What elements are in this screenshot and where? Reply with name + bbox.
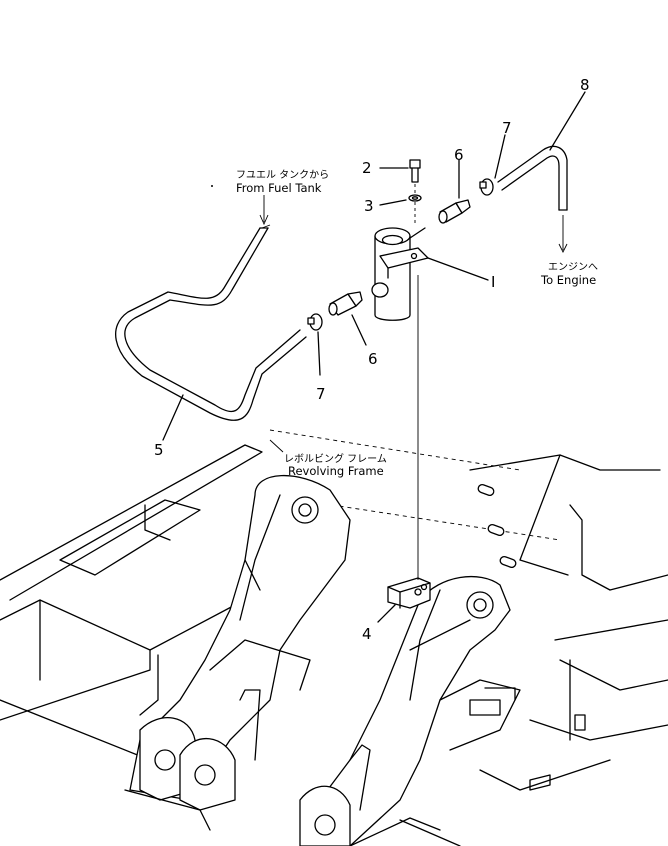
washer-part-3 <box>379 194 422 206</box>
bolt-part-2 <box>379 159 421 226</box>
part-number-4: 4 <box>362 625 372 643</box>
part-number-7-top: 7 <box>502 119 512 137</box>
part-number-7-bottom: 7 <box>316 385 326 403</box>
frame-leader-line <box>269 439 284 453</box>
part-number-5: 5 <box>154 441 164 459</box>
engine-label-en: To Engine <box>540 273 596 287</box>
engine-label-jp: エンジンへ <box>548 262 598 273</box>
fuel-tank-label-en: From Fuel Tank <box>236 181 322 195</box>
frame-label-jp: レボルビング フレーム <box>284 452 387 465</box>
fitting-part-6-top <box>438 159 471 224</box>
part-number-I: I <box>491 273 495 291</box>
frame-label-en: Revolving Frame <box>288 464 384 478</box>
clamp-part-7-top <box>479 134 506 196</box>
part-number-8: 8 <box>580 76 590 94</box>
to-engine-arrow <box>558 215 568 254</box>
fitting-part-6-bottom <box>328 291 367 346</box>
fuel-tank-label-jp: フユエル タンクから <box>236 169 329 181</box>
part-number-6-top: 6 <box>454 146 464 164</box>
strainer-body <box>371 227 489 580</box>
boom-bracket <box>124 474 521 846</box>
hose-part-5 <box>115 224 307 441</box>
dot-mark <box>211 185 213 187</box>
part-number-2: 2 <box>362 159 372 177</box>
clamp-part-7-bottom <box>307 313 323 376</box>
part-number-3: 3 <box>364 197 374 215</box>
from-fuel-tank-arrow <box>259 195 269 226</box>
part-number-6-bottom: 6 <box>368 350 378 368</box>
hose-part-8 <box>497 91 586 211</box>
revolving-frame <box>0 429 668 846</box>
